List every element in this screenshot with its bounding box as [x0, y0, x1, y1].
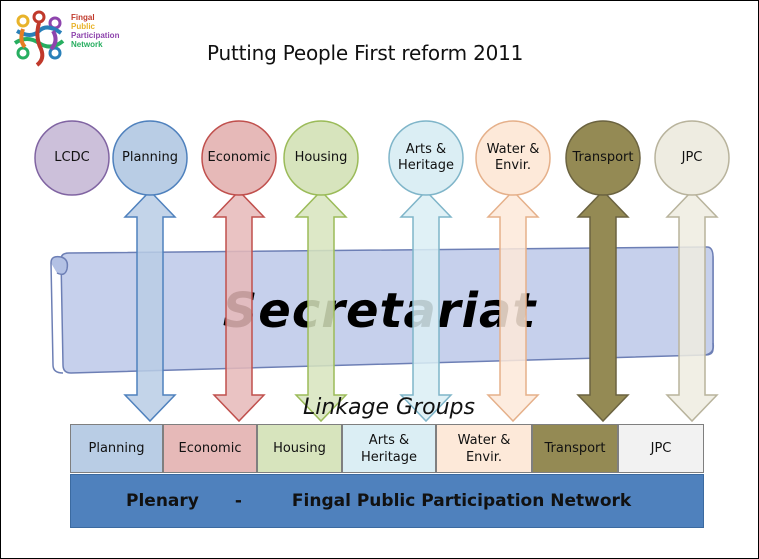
committee-circle — [112, 120, 188, 196]
logo-figures-icon — [13, 10, 65, 67]
committee-label: Arts & Heritage — [397, 142, 455, 173]
plenary-network-name: Fingal Public Participation Network — [291, 491, 632, 511]
committee-label: Planning — [122, 150, 178, 165]
committee-arrow — [399, 189, 453, 423]
committee-circle — [283, 120, 359, 196]
fppn-logo: Fingal Public Participation Network — [9, 9, 159, 75]
logo-line: Public — [71, 22, 96, 31]
committee-label: JPC — [681, 150, 703, 165]
committee-label: Economic — [207, 150, 271, 165]
committee-circle — [34, 120, 110, 196]
linkage-group-cell: Planning — [70, 424, 163, 473]
committee-arrow — [212, 189, 266, 423]
committee-arrow — [294, 189, 348, 423]
committee-circle — [475, 120, 551, 196]
logo-line: Network — [71, 40, 103, 49]
logo-line: Fingal — [71, 13, 95, 22]
linkage-groups-title: Linkage Groups — [303, 395, 475, 420]
committee-label: Housing — [294, 150, 348, 165]
committee-circle — [201, 120, 277, 196]
linkage-group-cell: Transport — [532, 424, 618, 473]
committee-arrow — [576, 189, 630, 423]
secretariat-label: Secretariat — [222, 283, 537, 339]
committee-circle — [388, 120, 464, 196]
committee-arrow — [123, 189, 177, 423]
linkage-group-cell: JPC — [618, 424, 704, 473]
committee-label: Water & Envir. — [486, 142, 540, 173]
committee-arrow — [486, 189, 540, 423]
committee-label: LCDC — [54, 150, 90, 165]
linkage-group-cell: Economic — [163, 424, 257, 473]
committee-arrow — [665, 189, 719, 423]
linkage-group-cell: Arts & Heritage — [342, 424, 436, 473]
committee-circle — [654, 120, 730, 196]
page-title: Putting People First reform 2011 — [207, 41, 524, 65]
committee-circle — [565, 120, 641, 196]
plenary-label: Plenary — [126, 491, 199, 511]
linkage-group-cell: Water & Envir. — [436, 424, 532, 473]
linkage-group-cell: Housing — [257, 424, 342, 473]
committee-label: Transport — [572, 150, 634, 165]
logo-line: Participation — [71, 31, 120, 40]
plenary-separator: - — [234, 491, 242, 511]
logo-wordmark: Fingal Public Participation Network — [71, 13, 119, 49]
plenary-bar: Plenary - Fingal Public Participation Ne… — [70, 474, 704, 528]
